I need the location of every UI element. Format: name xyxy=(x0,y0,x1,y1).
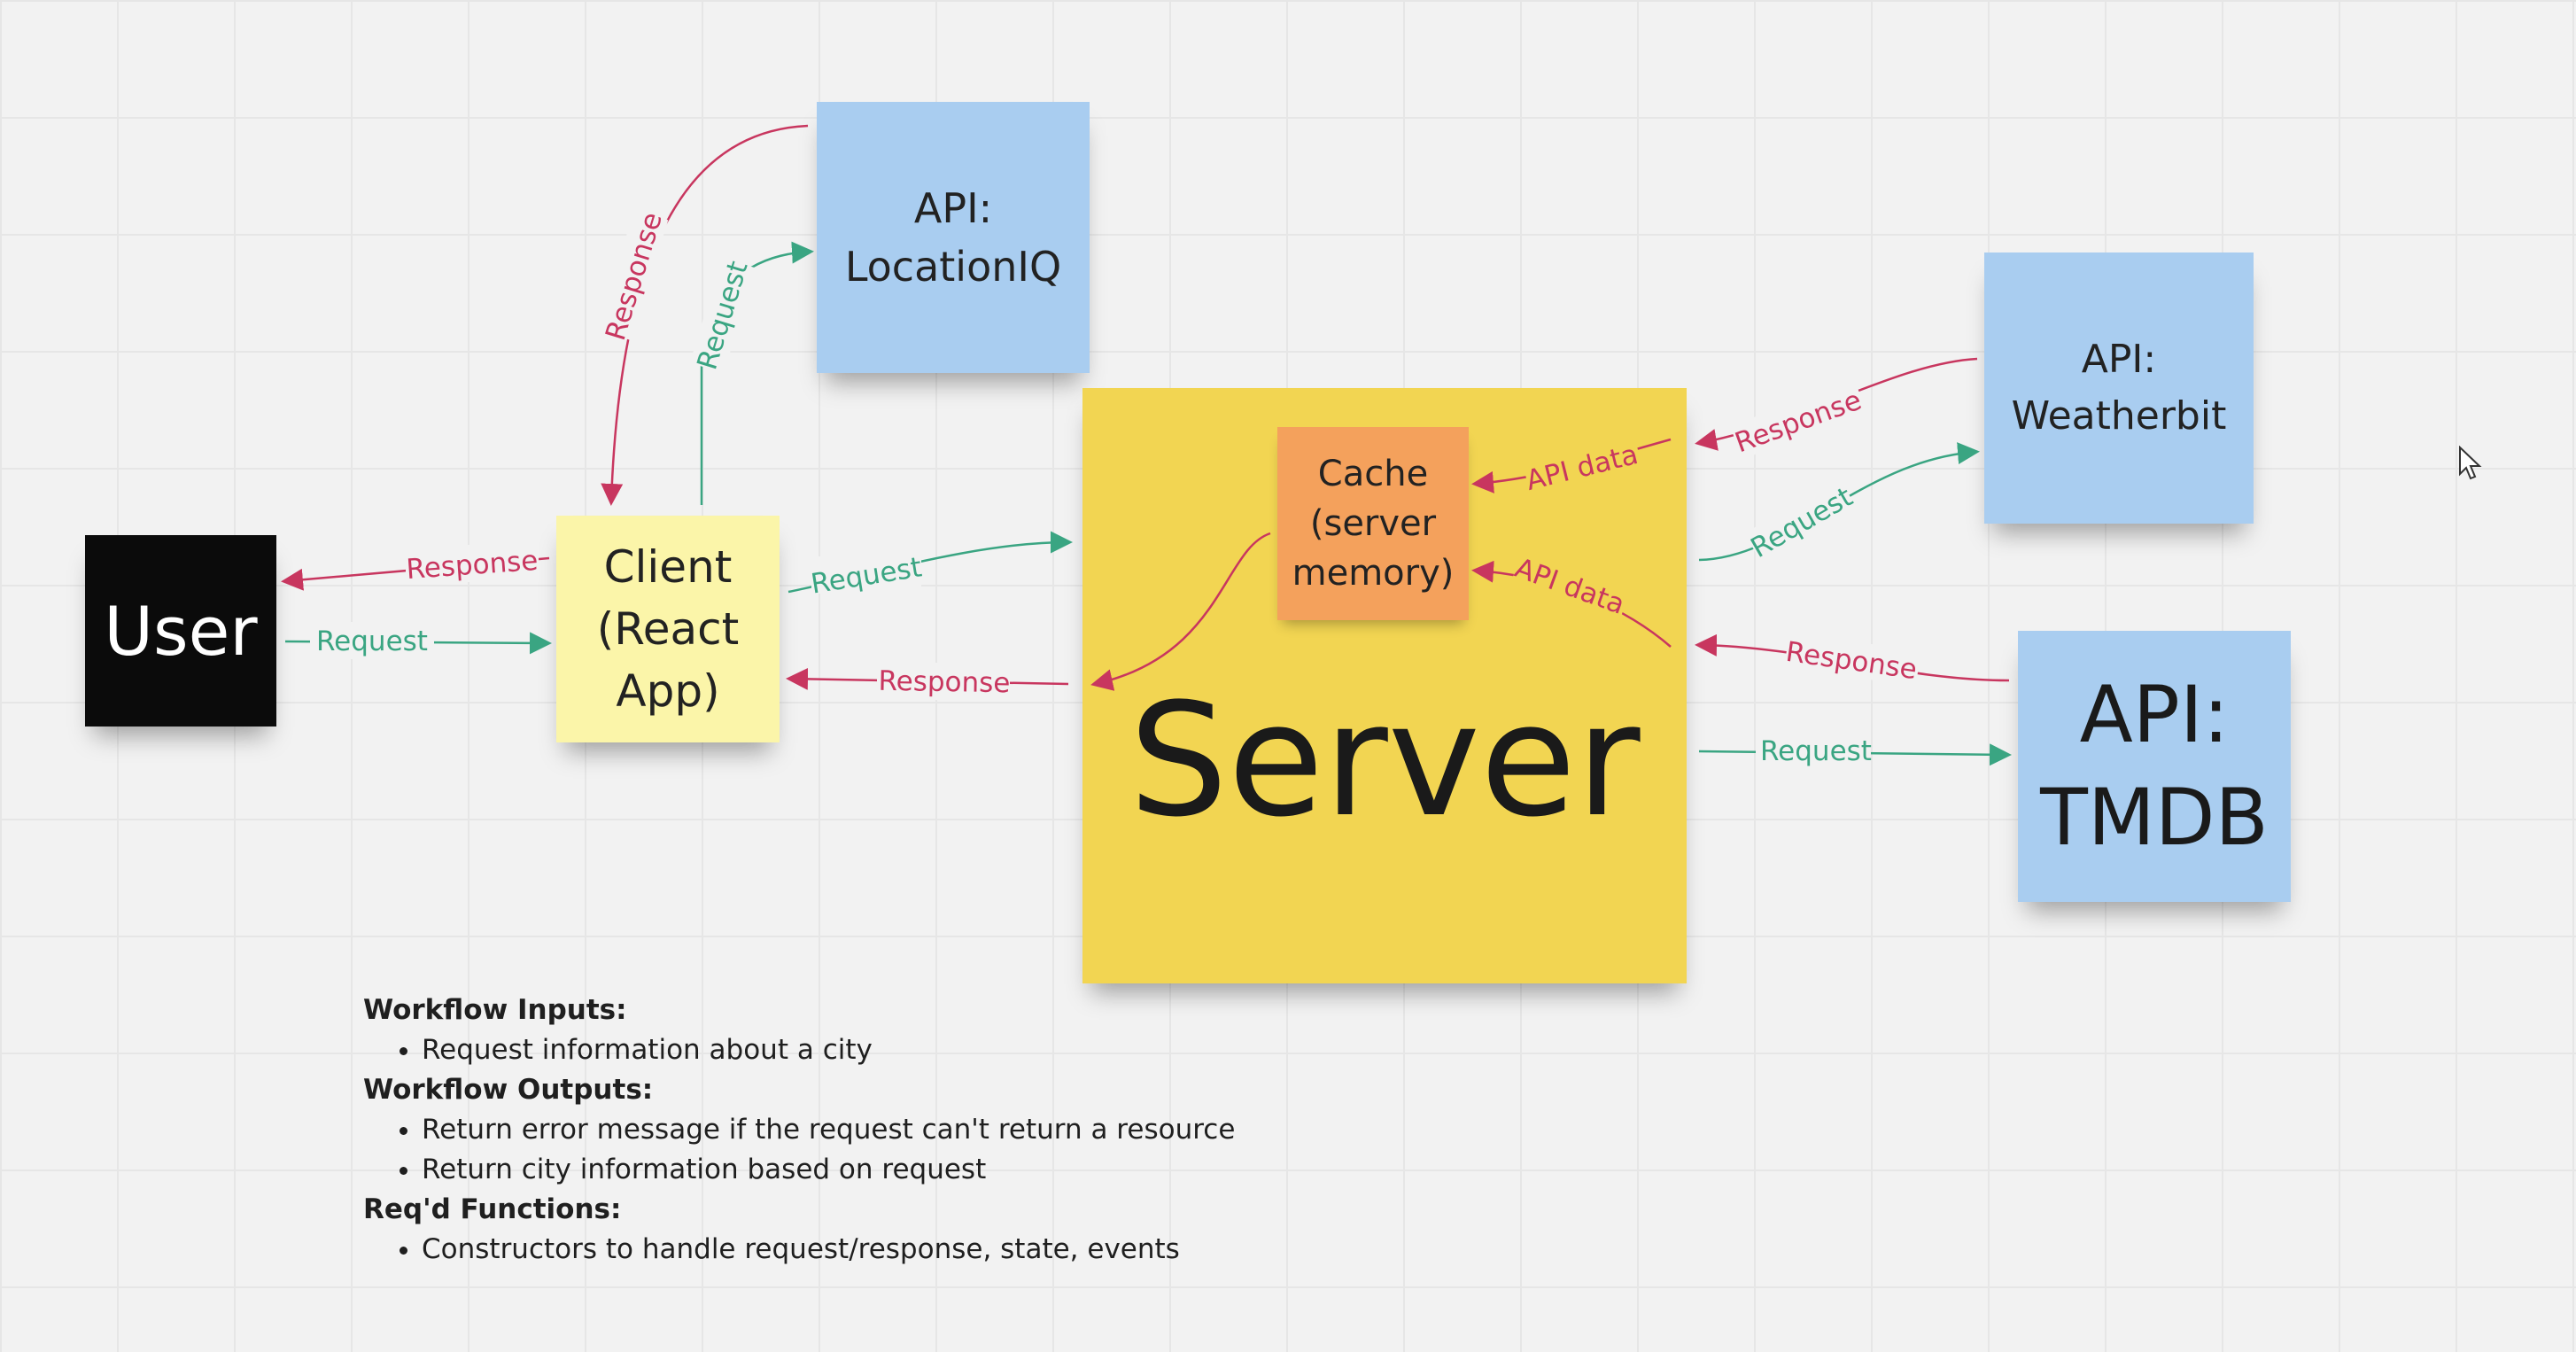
label-tmdb-request: Request xyxy=(1760,735,1872,767)
outputs-item: Return error message if the request can'… xyxy=(422,1110,1235,1150)
functions-list: Constructors to handle request/response,… xyxy=(363,1230,1235,1270)
mouse-cursor-icon xyxy=(2459,446,2482,480)
label-user-request: Request xyxy=(316,625,428,657)
outputs-heading: Workflow Outputs: xyxy=(363,1074,654,1106)
inputs-item: Request information about a city xyxy=(422,1030,1235,1070)
client-node[interactable]: Client (React App) xyxy=(556,516,780,742)
client-label: Client (React App) xyxy=(596,541,740,717)
inputs-heading: Workflow Inputs: xyxy=(363,994,627,1026)
label-liq-request: Request xyxy=(691,258,754,374)
functions-heading: Req'd Functions: xyxy=(363,1193,622,1225)
server-label: Server xyxy=(1129,670,1641,851)
label-api-data-1: API data xyxy=(1523,439,1641,497)
locationiq-label: API: LocationIQ xyxy=(844,184,1062,291)
outputs-list: Return error message if the request can'… xyxy=(363,1110,1235,1190)
edge-cache-out xyxy=(1090,532,1271,691)
cache-node[interactable]: Cache (server memory) xyxy=(1277,427,1469,620)
outputs-item: Return city information based on request xyxy=(422,1150,1235,1190)
user-node[interactable]: User xyxy=(85,535,276,727)
user-label: User xyxy=(104,591,258,671)
functions-item: Constructors to handle request/response,… xyxy=(422,1230,1235,1270)
label-wb-response: Response xyxy=(1731,385,1866,460)
weatherbit-node[interactable]: API: Weatherbit xyxy=(1984,253,2254,524)
locationiq-node[interactable]: API: LocationIQ xyxy=(817,102,1090,373)
label-liq-response: Response xyxy=(600,209,669,345)
cache-label: Cache (server memory) xyxy=(1292,454,1455,594)
label-wb-request: Request xyxy=(1745,481,1858,564)
tmdb-node[interactable]: API: TMDB xyxy=(2018,631,2291,902)
inputs-list: Request information about a city xyxy=(363,1030,1235,1070)
label-client-response: Response xyxy=(878,665,1010,700)
workflow-notes: Workflow Inputs: Request information abo… xyxy=(363,991,1235,1270)
tmdb-label: API: TMDB xyxy=(2040,669,2269,863)
weatherbit-label: API: Weatherbit xyxy=(2011,337,2227,439)
label-api-data-2: API data xyxy=(1510,552,1628,621)
